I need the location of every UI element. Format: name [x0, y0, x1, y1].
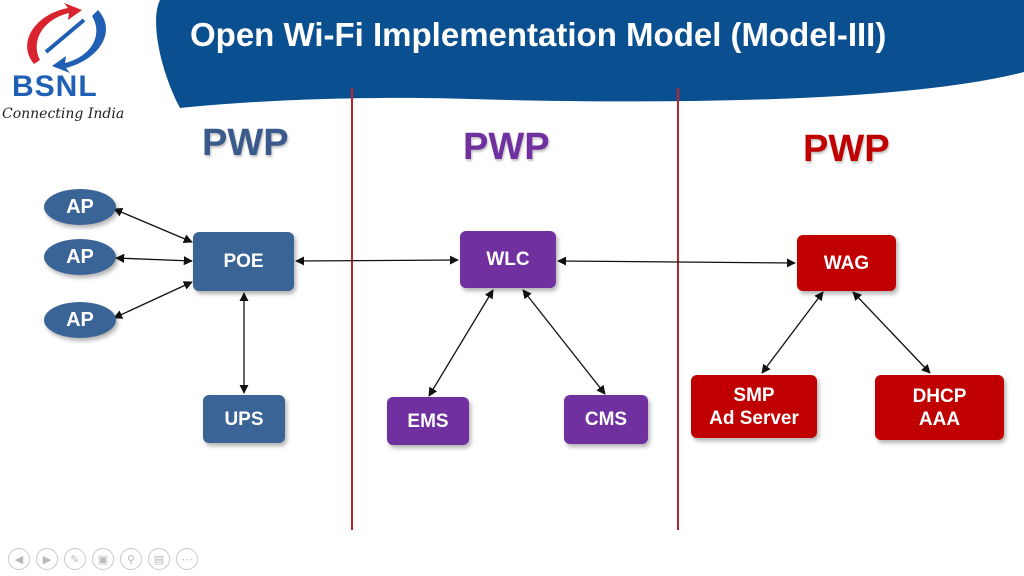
edge-poe-wlc — [295, 255, 459, 266]
node-dhcp-line-2: AAA — [918, 408, 961, 430]
header-band — [156, 0, 1024, 108]
edge-wlc-cms — [522, 289, 606, 395]
edge-wlc-wag — [557, 256, 796, 268]
edge-wag-smp — [761, 291, 824, 374]
subtitles-icon[interactable]: ▤ — [148, 548, 170, 570]
logo-brand: BSNL — [12, 70, 98, 103]
next-icon[interactable]: ▶ — [36, 548, 58, 570]
node-wlc: WLC — [460, 231, 556, 288]
column-divider-right — [677, 88, 679, 530]
column-heading-middle: PWP — [463, 126, 550, 168]
node-dhcp-aaa: DHCP AAA — [875, 375, 1004, 440]
edge-wlc-ems — [428, 289, 494, 397]
node-ups: UPS — [203, 395, 285, 443]
slide-title: Open Wi-Fi Implementation Model (Model-I… — [190, 16, 887, 53]
node-smp-ad-server: SMP Ad Server — [691, 375, 817, 438]
edge-ap2-poe — [115, 253, 193, 266]
node-cms: CMS — [564, 395, 648, 444]
logo-tagline: Connecting India — [2, 106, 125, 122]
edge-wag-dhcp — [852, 291, 931, 374]
column-divider-left — [351, 88, 353, 530]
node-ems: EMS — [387, 397, 469, 445]
node-ap-3: AP — [44, 302, 116, 338]
node-ap-2: AP — [44, 239, 116, 275]
edge-ap3-poe — [113, 281, 193, 319]
zoom-icon[interactable]: ⚲ — [120, 548, 142, 570]
node-smp-line-2: Ad Server — [709, 407, 799, 429]
bsnl-logo-icon — [27, 3, 107, 73]
slideshow-toolbar: ◀ ▶ ✎ ▣ ⚲ ▤ ⋯ — [8, 548, 198, 570]
column-heading-right: PWP — [803, 128, 890, 170]
prev-icon[interactable]: ◀ — [8, 548, 30, 570]
node-dhcp-line-1: DHCP — [912, 385, 967, 407]
node-poe: POE — [193, 232, 294, 291]
slides-icon[interactable]: ▣ — [92, 548, 114, 570]
column-heading-left: PWP — [202, 122, 289, 164]
more-icon[interactable]: ⋯ — [176, 548, 198, 570]
node-smp-line-1: SMP — [733, 384, 775, 406]
edge-ap1-poe — [113, 208, 193, 243]
node-ap-1: AP — [44, 189, 116, 225]
pen-icon[interactable]: ✎ — [64, 548, 86, 570]
node-wag: WAG — [797, 235, 896, 291]
